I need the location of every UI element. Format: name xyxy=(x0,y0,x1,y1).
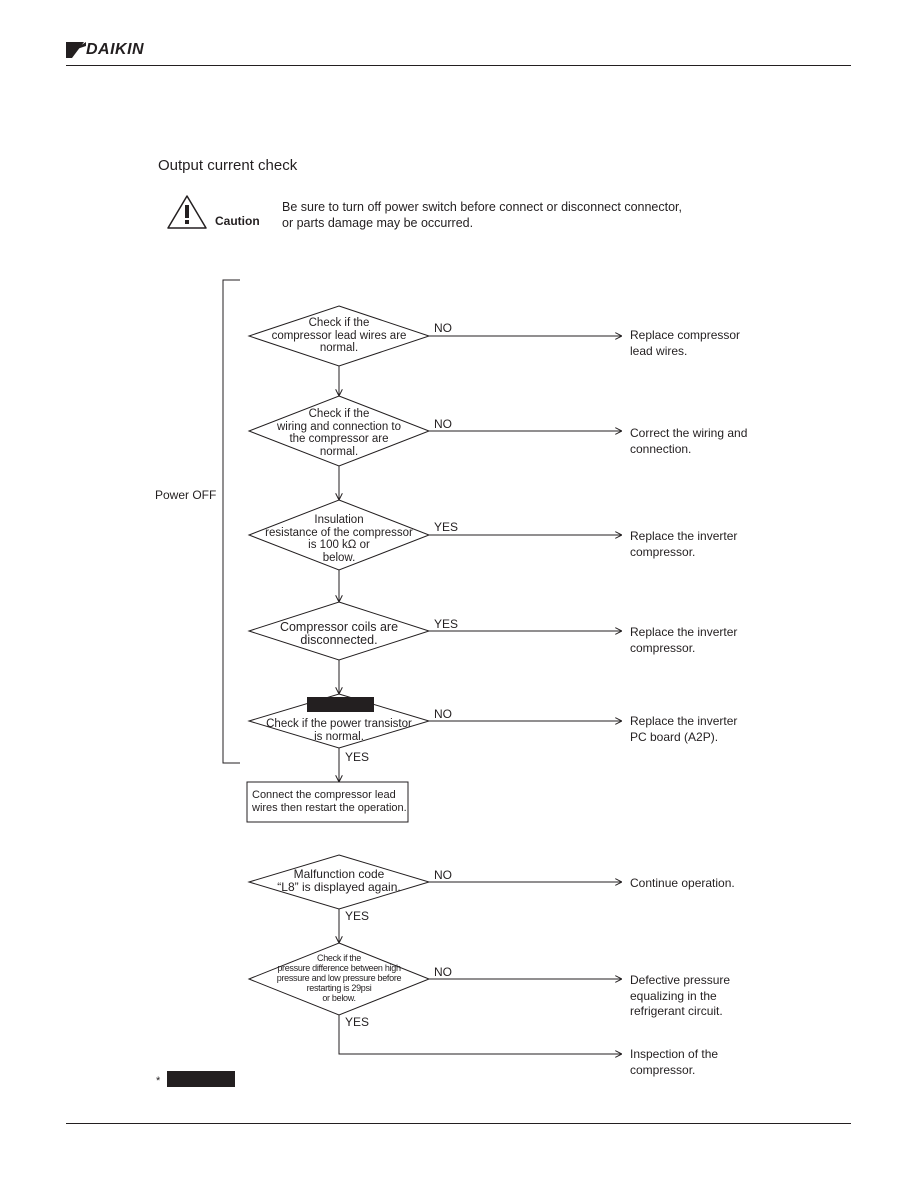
decision-4-result: Replace the inverter compressor. xyxy=(630,625,738,655)
section-title: Output current check xyxy=(158,157,298,174)
decision-6-result: Continue operation. xyxy=(630,876,735,890)
footnote-star: * xyxy=(156,1075,161,1087)
decision-6-text: Malfunction code “L8” is displayed again… xyxy=(277,867,401,894)
brand-name: DAIKIN xyxy=(86,41,145,58)
decision-2-result: Correct the wiring and connection. xyxy=(630,426,748,456)
decision-1-result: Replace compressor lead wires. xyxy=(630,328,741,358)
decision-7-down-label: YES xyxy=(345,1015,370,1029)
decision-1-text: Check if the compressor lead wires are n… xyxy=(271,317,407,354)
decision-3-branch-label: YES xyxy=(434,520,459,534)
decision-5-result: Replace the inverter PC board (A2P). xyxy=(630,714,738,744)
final-result: Inspection of the compressor. xyxy=(630,1047,719,1077)
decision-2-branch-label: NO xyxy=(434,417,452,431)
daikin-logo-mark-icon xyxy=(66,42,86,58)
decision-5-text: Check if the power transistor is normal. xyxy=(266,718,412,743)
decision-2-text: Check if the wiring and connection to th… xyxy=(276,408,402,458)
redacted-reference-bar xyxy=(307,697,374,712)
action-box xyxy=(246,781,409,823)
decision-7-branch-label: NO xyxy=(434,965,452,979)
footer-divider xyxy=(66,1123,851,1124)
power-off-bracket xyxy=(222,279,240,764)
header-divider xyxy=(66,65,851,66)
decision-4-text: Compressor coils are disconnected. xyxy=(279,620,399,647)
caution-label: Caution xyxy=(215,214,260,228)
decision-6-branch-label: NO xyxy=(434,868,452,882)
decision-5-branch-label: NO xyxy=(434,707,452,721)
decision-7-text: Check if the pressure difference between… xyxy=(276,953,402,1003)
decision-5-down-label: YES xyxy=(345,750,370,764)
decision-3-result: Replace the inverter compressor. xyxy=(630,529,738,559)
decision-3-text: Insulation resistance of the compressor … xyxy=(265,514,413,564)
power-off-label: Power OFF xyxy=(155,488,217,502)
decision-1-branch-label: NO xyxy=(434,321,452,335)
decision-6-down-label: YES xyxy=(345,909,370,923)
caution-text-line-1: Be sure to turn off power switch before … xyxy=(282,200,682,214)
redacted-footnote-bar xyxy=(167,1071,235,1087)
daikin-logo: DAIKIN xyxy=(66,40,166,60)
decision-4-branch-label: YES xyxy=(434,617,459,631)
caution-triangle-icon xyxy=(167,195,207,229)
caution-text-line-2: or parts damage may be occurred. xyxy=(282,216,474,230)
action-box-text: Connect the compressor lead wires then r… xyxy=(252,789,407,814)
decision-7-result: Defective pressure equalizing in the ref… xyxy=(630,973,731,1018)
